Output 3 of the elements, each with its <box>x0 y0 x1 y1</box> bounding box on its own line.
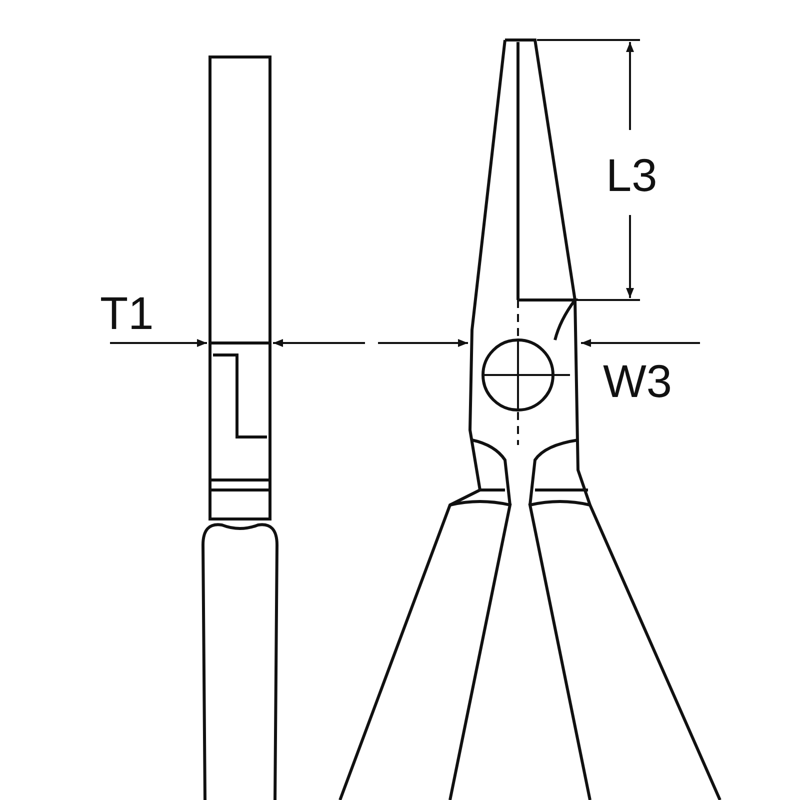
dimension-label: T1 <box>100 290 154 336</box>
dimension-label: W3 <box>603 358 672 404</box>
dimension-label: L3 <box>606 152 658 198</box>
